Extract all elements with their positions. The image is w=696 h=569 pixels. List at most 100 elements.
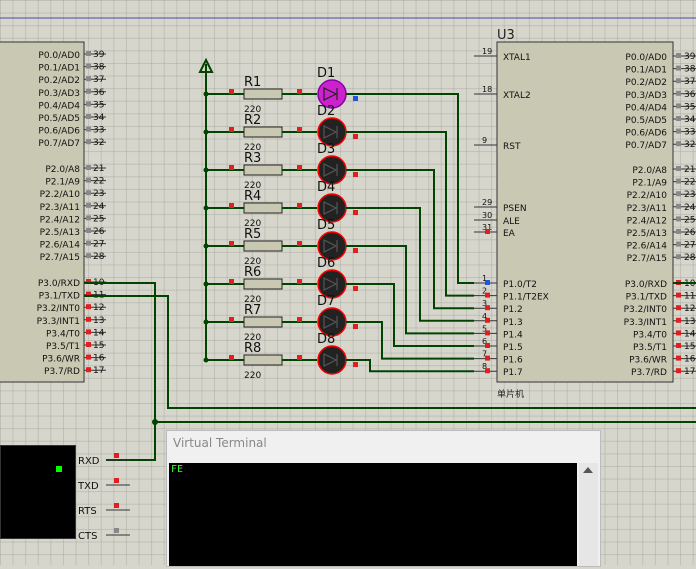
pin-state-marker xyxy=(86,165,91,170)
led-resistor-rows: R1220D1R2220D2R3220D3R4220D4R5220D5R6220… xyxy=(203,66,358,381)
right-mcu-pin-number: 32 xyxy=(684,140,695,150)
terminal-pin-label: RXD xyxy=(78,456,100,467)
resistor-ref: R5 xyxy=(244,227,261,242)
pin-state-marker xyxy=(676,90,681,96)
right-mcu-pin-label: P2.7/A15 xyxy=(627,254,667,264)
left-mcu-pin-label: P3.2/INT0 xyxy=(37,304,81,314)
left-mcu-pin-label: P2.1/A9 xyxy=(45,178,80,188)
pin-state-marker xyxy=(676,116,681,121)
resistor-r7[interactable] xyxy=(243,316,283,328)
right-mcu-pin-label: P1.3 xyxy=(503,318,523,328)
right-mcu-pin-label: P2.2/A10 xyxy=(627,191,668,201)
pin-state-marker xyxy=(353,286,358,291)
pin-state-marker xyxy=(676,254,681,260)
left-mcu-pin-number: 35 xyxy=(93,100,104,110)
right-mcu-pin-label: P0.2/AD2 xyxy=(625,78,667,88)
resistor-r5[interactable] xyxy=(243,240,283,252)
right-mcu-pin-number: 13 xyxy=(684,317,695,327)
resistor-value: 220 xyxy=(244,257,261,267)
right-mcu-body[interactable] xyxy=(496,41,674,383)
pin-state-marker xyxy=(114,528,119,533)
virtual-terminal-scrollbar[interactable] xyxy=(579,463,598,566)
left-mcu-pin-number: 33 xyxy=(93,126,104,136)
scroll-up-arrow-icon[interactable] xyxy=(583,467,593,473)
right-mcu-pin-number: 25 xyxy=(684,215,695,225)
pin-state-marker xyxy=(676,128,681,134)
left-mcu-pin-label: P0.5/AD5 xyxy=(38,114,80,124)
pin-state-marker xyxy=(86,279,91,284)
pin-state-marker xyxy=(86,139,91,145)
left-mcu-pin-number: 27 xyxy=(93,240,104,250)
resistor-ref: R8 xyxy=(244,341,261,356)
port1-wire xyxy=(346,359,474,373)
left-mcu-pin-label: P2.6/A14 xyxy=(40,241,81,251)
pin-state-marker xyxy=(676,355,681,361)
led-d8[interactable] xyxy=(317,345,347,375)
right-mcu-pin-number: 6 xyxy=(482,337,487,346)
resistor-r3[interactable] xyxy=(243,164,283,176)
resistor-ref: R4 xyxy=(244,189,261,204)
pin-state-marker xyxy=(114,478,119,483)
left-mcu-pin-label: P0.3/AD3 xyxy=(38,89,80,99)
right-mcu-pin-label: P2.1/A9 xyxy=(632,179,667,189)
resistor-r6[interactable] xyxy=(243,278,283,290)
diode-symbol-icon xyxy=(323,163,338,177)
left-mcu-body[interactable] xyxy=(0,41,85,383)
serial-terminal-device[interactable] xyxy=(0,445,76,539)
right-mcu-pin-number: 36 xyxy=(684,90,696,100)
pin-state-marker xyxy=(353,96,358,101)
pin-state-marker xyxy=(353,248,358,253)
pin-state-marker xyxy=(485,343,490,348)
right-mcu-pin-number: 3 xyxy=(482,299,487,308)
right-mcu-pin-label: P3.0/RXD xyxy=(625,280,667,290)
left-mcu-pin-label: P2.3/A11 xyxy=(40,203,80,213)
terminal-pin-label: CTS xyxy=(78,531,97,542)
right-mcu-pin-label: P0.6/AD6 xyxy=(625,129,667,139)
right-mcu-pin-number: 24 xyxy=(684,203,696,213)
resistor-r8[interactable] xyxy=(243,354,283,366)
pin-state-marker xyxy=(86,215,91,221)
led-ref: D8 xyxy=(317,332,335,347)
resistor-value: 220 xyxy=(244,219,261,229)
virtual-terminal-title: Virtual Terminal xyxy=(173,436,267,450)
left-mcu-pin-number: 17 xyxy=(93,366,104,376)
pin-state-marker xyxy=(676,191,681,197)
pin-state-marker xyxy=(86,342,91,347)
power-arrow-icon xyxy=(198,57,214,73)
left-mcu-pin-number: 13 xyxy=(93,316,104,326)
resistor-r1[interactable] xyxy=(243,88,283,100)
pin-state-marker xyxy=(297,165,302,170)
resistor-ref: R2 xyxy=(244,113,261,128)
left-mcu-pin-number: 14 xyxy=(93,328,105,338)
resistor-r4[interactable] xyxy=(243,202,283,214)
left-mcu-pin-number: 34 xyxy=(93,113,105,123)
resistor-r2[interactable] xyxy=(243,126,283,138)
right-mcu-pin-number: 33 xyxy=(684,128,695,138)
pin-state-marker xyxy=(86,367,91,373)
left-mcu-pin-label: P2.4/A12 xyxy=(40,215,80,225)
right-mcu-pin-label: P1.7 xyxy=(503,368,523,378)
virtual-terminal-screen[interactable]: FE xyxy=(169,463,577,566)
pin-state-marker xyxy=(86,88,91,94)
right-mcu-pin-number: 14 xyxy=(684,329,696,339)
pin-state-marker xyxy=(676,178,681,184)
left-mcu-pin-label: P3.4/T0 xyxy=(46,329,80,339)
left-mcu-pin-number: 23 xyxy=(93,189,104,199)
left-mcu-pin-label: P0.1/AD1 xyxy=(38,64,80,74)
right-mcu-pin-number: 12 xyxy=(684,304,695,314)
led-ref: D4 xyxy=(317,180,335,195)
right-mcu-pin-label: P1.1/T2EX xyxy=(503,293,549,303)
left-mcu-pin-label: P3.6/WR xyxy=(42,355,80,365)
right-mcu-name: 单片机 xyxy=(497,388,524,400)
pin-state-marker xyxy=(676,292,681,298)
right-mcu-pin-label: P0.5/AD5 xyxy=(625,116,667,126)
pin-state-marker xyxy=(676,203,681,209)
left-mcu-pin-number: 32 xyxy=(93,138,104,148)
left-mcu-pin-number: 36 xyxy=(93,88,105,98)
right-mcu-pin-number: 34 xyxy=(684,115,696,125)
virtual-terminal-window[interactable]: Virtual Terminal FE xyxy=(166,430,601,567)
right-mcu-pin-number: 8 xyxy=(482,362,487,371)
left-mcu-pin-number: 37 xyxy=(93,75,104,85)
left-mcu-pin-number: 15 xyxy=(93,341,104,351)
